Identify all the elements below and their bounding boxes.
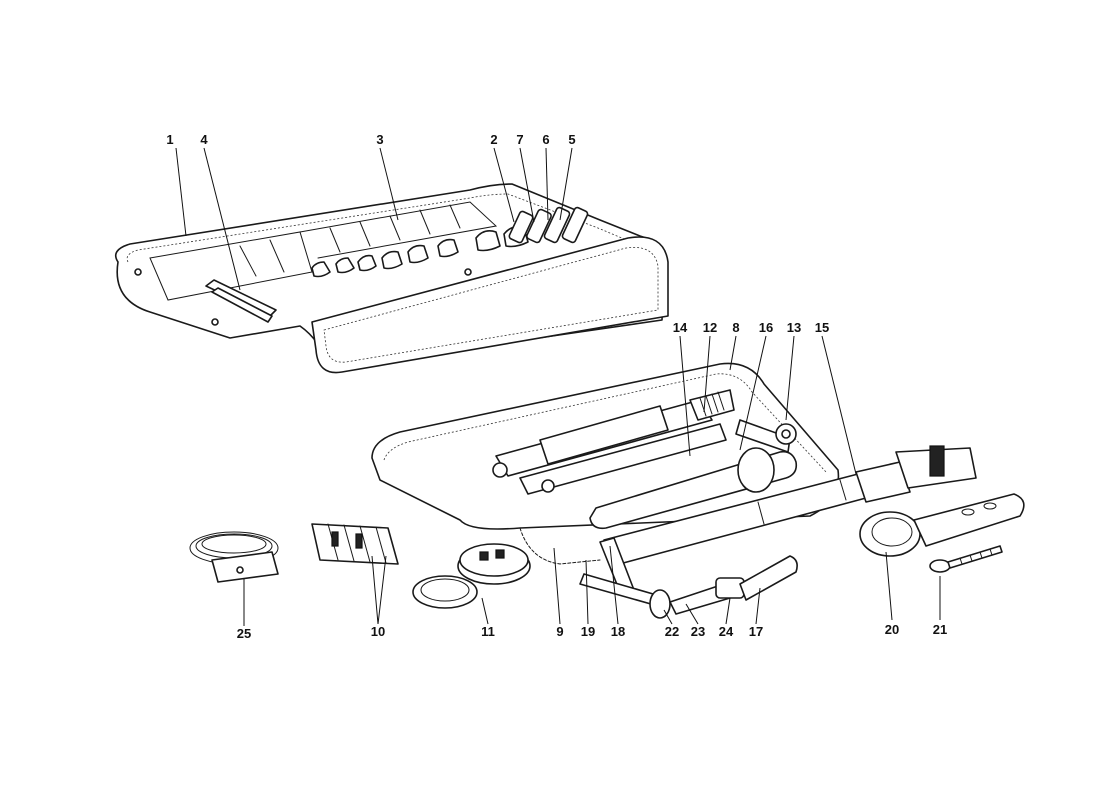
spark-plug-wrench [669,555,798,615]
hub-wrench [859,493,1025,557]
callout-labels: 1 4 3 2 7 6 5 14 12 8 16 13 15 25 10 11 … [166,132,947,641]
callout-4: 4 [200,132,208,147]
callout-11: 11 [481,624,495,639]
extension-bar [589,447,798,530]
spare-bulb-box [311,523,399,565]
callout-10: 10 [371,624,385,639]
callout-2: 2 [490,132,497,147]
callout-16: 16 [759,320,773,335]
eye-bolt [929,545,1003,573]
callout-5: 5 [568,132,575,147]
tow-chain [519,527,601,565]
callout-21: 21 [933,622,947,637]
callout-17: 17 [749,624,763,639]
tow-cable [189,531,279,583]
callout-23: 23 [691,624,705,639]
open-end-wrenches [311,226,529,278]
callout-6: 6 [542,132,549,147]
jack-bag [371,362,977,593]
wrench-pockets [149,201,498,301]
callout-19: 19 [581,624,595,639]
callout-22: 22 [665,624,679,639]
callout-15: 15 [815,320,829,335]
pliers [205,279,277,323]
callout-14: 14 [673,320,688,335]
callout-25: 25 [237,626,251,641]
screwdrivers [508,206,589,244]
callout-13: 13 [787,320,801,335]
callout-3: 3 [376,132,383,147]
callout-1: 1 [166,132,173,147]
callout-leaders [175,147,941,626]
callout-9: 9 [556,624,563,639]
callout-8: 8 [732,320,739,335]
callout-24: 24 [719,624,734,639]
wheel-brace [599,445,977,593]
callout-12: 12 [703,320,717,335]
fuse-box [412,543,531,609]
callout-18: 18 [611,624,625,639]
callout-7: 7 [516,132,523,147]
scissor-jack [492,389,735,495]
callout-20: 20 [885,622,899,637]
wrench-roll-bag [114,183,669,374]
